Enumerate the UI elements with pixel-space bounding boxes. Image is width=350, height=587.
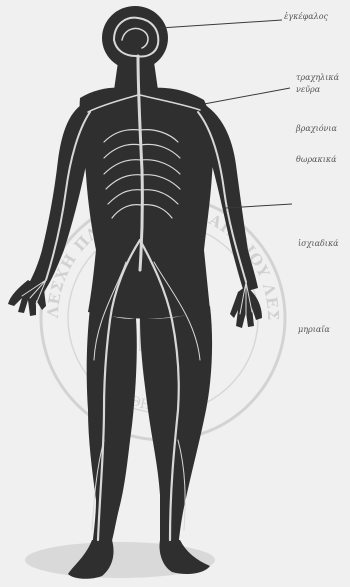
label-thoracic: θωρακικά xyxy=(296,156,336,164)
body-silhouette xyxy=(8,6,262,579)
label-sciatic: ἰσχιαδικά xyxy=(298,240,339,248)
label-femoral: μηριαῖα xyxy=(298,326,330,334)
label-brain: ἐγκέφαλος xyxy=(284,13,328,21)
label-brachial: βραχιόνια xyxy=(296,125,337,133)
label-cervical-1: τραχηλικά xyxy=(296,74,339,82)
label-cervical-2: νεῦρα xyxy=(296,86,320,94)
